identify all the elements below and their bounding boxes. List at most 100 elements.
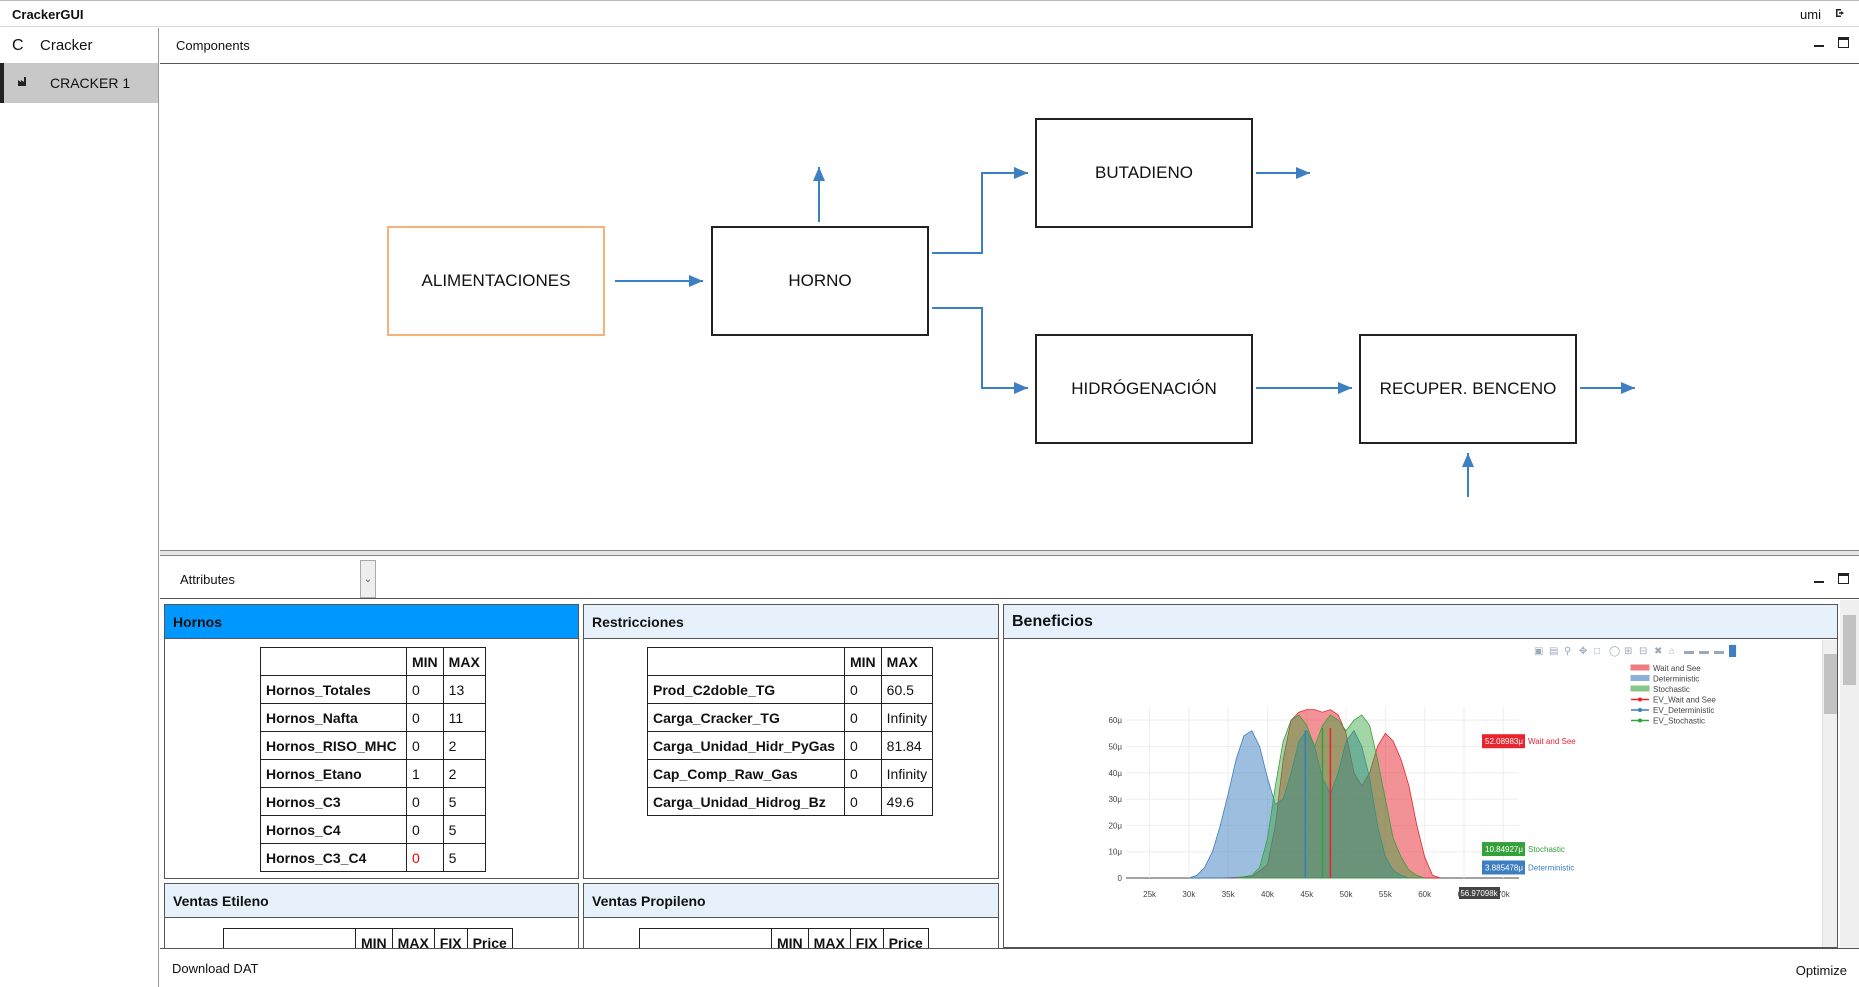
node-alimentaciones[interactable]: ALIMENTACIONES — [387, 226, 605, 336]
max-cell[interactable]: Infinity — [880, 759, 934, 788]
hover-closest-icon[interactable]: ▬ — [1699, 646, 1709, 657]
x-tick-label: 70k — [1497, 890, 1511, 899]
box-select-icon[interactable]: □ — [1594, 646, 1601, 657]
min-cell[interactable]: 0 — [406, 787, 444, 816]
card-ventas-etileno-title[interactable]: Ventas Etileno — [165, 884, 578, 918]
legend-swatch — [1630, 675, 1650, 681]
x-tick-label: 35k — [1222, 890, 1236, 899]
row-name: Hornos_C3 — [260, 787, 407, 816]
row-name: Hornos_Totales — [260, 675, 407, 704]
x-tick-label: 50k — [1340, 890, 1354, 899]
node-horno[interactable]: HORNO — [711, 226, 929, 336]
camera-icon[interactable]: ▣ — [1534, 646, 1544, 657]
maximize-icon[interactable] — [1838, 573, 1849, 584]
download-dat-button[interactable]: Download DAT — [172, 961, 259, 976]
top-bar: CrackerGUI umi — [0, 0, 1859, 27]
max-cell[interactable]: 5 — [442, 815, 486, 844]
lasso-icon[interactable]: ◯ — [1609, 646, 1621, 657]
hover-label-name: Deterministic — [1528, 863, 1574, 872]
max-cell[interactable]: 11 — [442, 703, 486, 732]
card-ventas-propileno-title[interactable]: Ventas Propileno — [584, 884, 998, 918]
max-cell[interactable]: 81.84 — [880, 731, 934, 760]
row-name: Carga_Unidad_Hidr_PyGas — [647, 731, 845, 760]
max-cell[interactable]: 5 — [442, 787, 486, 816]
plotly-logo-icon[interactable]: █ — [1729, 646, 1737, 657]
min-cell[interactable]: 0 — [844, 787, 882, 816]
attributes-scroll-thumb[interactable] — [1843, 615, 1856, 685]
attributes-select-label: Attributes — [180, 571, 235, 587]
row-name: Hornos_C3_C4 — [260, 843, 407, 872]
max-cell[interactable]: Infinity — [880, 703, 934, 732]
legend-label: Deterministic — [1653, 675, 1699, 684]
max-cell[interactable]: 2 — [442, 759, 486, 788]
min-cell[interactable]: 0 — [844, 731, 882, 760]
chart-scroll-thumb[interactable] — [1824, 654, 1837, 714]
card-hornos-title[interactable]: Hornos — [165, 605, 578, 639]
logout-icon[interactable] — [1835, 7, 1847, 22]
min-cell[interactable]: 0 — [844, 703, 882, 732]
hover-label-box — [1482, 860, 1525, 875]
arrow-horno-hidrog — [932, 307, 1028, 394]
minimize-icon[interactable] — [1814, 37, 1824, 47]
max-cell[interactable]: 13 — [442, 675, 486, 704]
sidebar-header[interactable]: C Cracker — [0, 28, 158, 63]
min-cell[interactable]: 0 — [406, 843, 444, 872]
legend-marker — [1638, 708, 1642, 712]
min-cell[interactable]: 0 — [406, 675, 444, 704]
card-beneficios-title[interactable]: Beneficios — [1004, 605, 1837, 639]
optimize-button[interactable]: Optimize — [1795, 963, 1847, 978]
attributes-select[interactable]: Attributes — [160, 559, 375, 599]
row-name: Hornos_RISO_MHC — [260, 731, 407, 760]
node-butadieno[interactable]: BUTADIENO — [1035, 118, 1253, 228]
zoom-out-icon[interactable]: ⊟ — [1639, 646, 1648, 657]
x-tick-label: 30k — [1182, 890, 1196, 899]
min-cell[interactable]: 0 — [406, 703, 444, 732]
maximize-icon[interactable] — [1838, 37, 1849, 48]
max-cell[interactable]: 5 — [442, 843, 486, 872]
series-area-deterministic — [1188, 729, 1410, 879]
min-cell[interactable]: 0 — [406, 731, 444, 760]
spike-icon[interactable]: ▬ — [1684, 646, 1694, 657]
zoom-icon[interactable]: ⚲ — [1564, 646, 1572, 657]
node-recuper-benceno[interactable]: RECUPER. BENCENO — [1359, 334, 1577, 444]
reset-axes-icon[interactable]: ⌂ — [1669, 646, 1676, 657]
max-cell[interactable]: 60.5 — [880, 675, 934, 704]
x-tick-label: 40k — [1261, 890, 1275, 899]
card-beneficios: Beneficios ▣ ▤ ⚲ ✥ □ ◯ ⊞ ⊟ ✖ ⌂ ▬ ▬ ▬ █ 0… — [1003, 604, 1838, 948]
column-header-min: MIN — [406, 647, 444, 676]
max-cell[interactable]: 49.6 — [880, 787, 934, 816]
min-cell[interactable]: 0 — [844, 675, 882, 704]
card-restricciones-title[interactable]: Restricciones — [584, 605, 998, 639]
zoom-in-icon[interactable]: ⊞ — [1624, 646, 1633, 657]
max-cell[interactable]: 2 — [442, 731, 486, 760]
components-header: Components — [160, 27, 1859, 64]
min-cell[interactable]: 1 — [406, 759, 444, 788]
column-header-price: Price — [882, 928, 929, 957]
node-hidrogenacion[interactable]: HIDRÓGENACIÓN — [1035, 334, 1253, 444]
min-cell[interactable]: 0 — [844, 759, 882, 788]
chevron-down-icon[interactable]: ⌄ — [360, 560, 376, 598]
pan-icon[interactable]: ✥ — [1579, 646, 1588, 657]
min-cell[interactable]: 0 — [406, 815, 444, 844]
autoscale-icon[interactable]: ✖ — [1654, 646, 1663, 657]
save-icon[interactable]: ▤ — [1549, 646, 1559, 657]
hover-compare-icon[interactable]: ▬ — [1714, 646, 1724, 657]
row-name: Prod_C2doble_TG — [647, 675, 845, 704]
legend-label: Wait and See — [1653, 664, 1701, 673]
minimize-icon[interactable] — [1814, 573, 1824, 583]
chart-scrollbar[interactable] — [1822, 640, 1837, 947]
user-name[interactable]: umi — [1800, 7, 1821, 22]
panel-splitter[interactable] — [160, 550, 1859, 556]
sidebar-item-cracker-1[interactable]: CRACKER 1 — [0, 63, 158, 103]
hover-label-box — [1482, 842, 1525, 857]
attributes-scrollbar[interactable] — [1840, 600, 1859, 948]
